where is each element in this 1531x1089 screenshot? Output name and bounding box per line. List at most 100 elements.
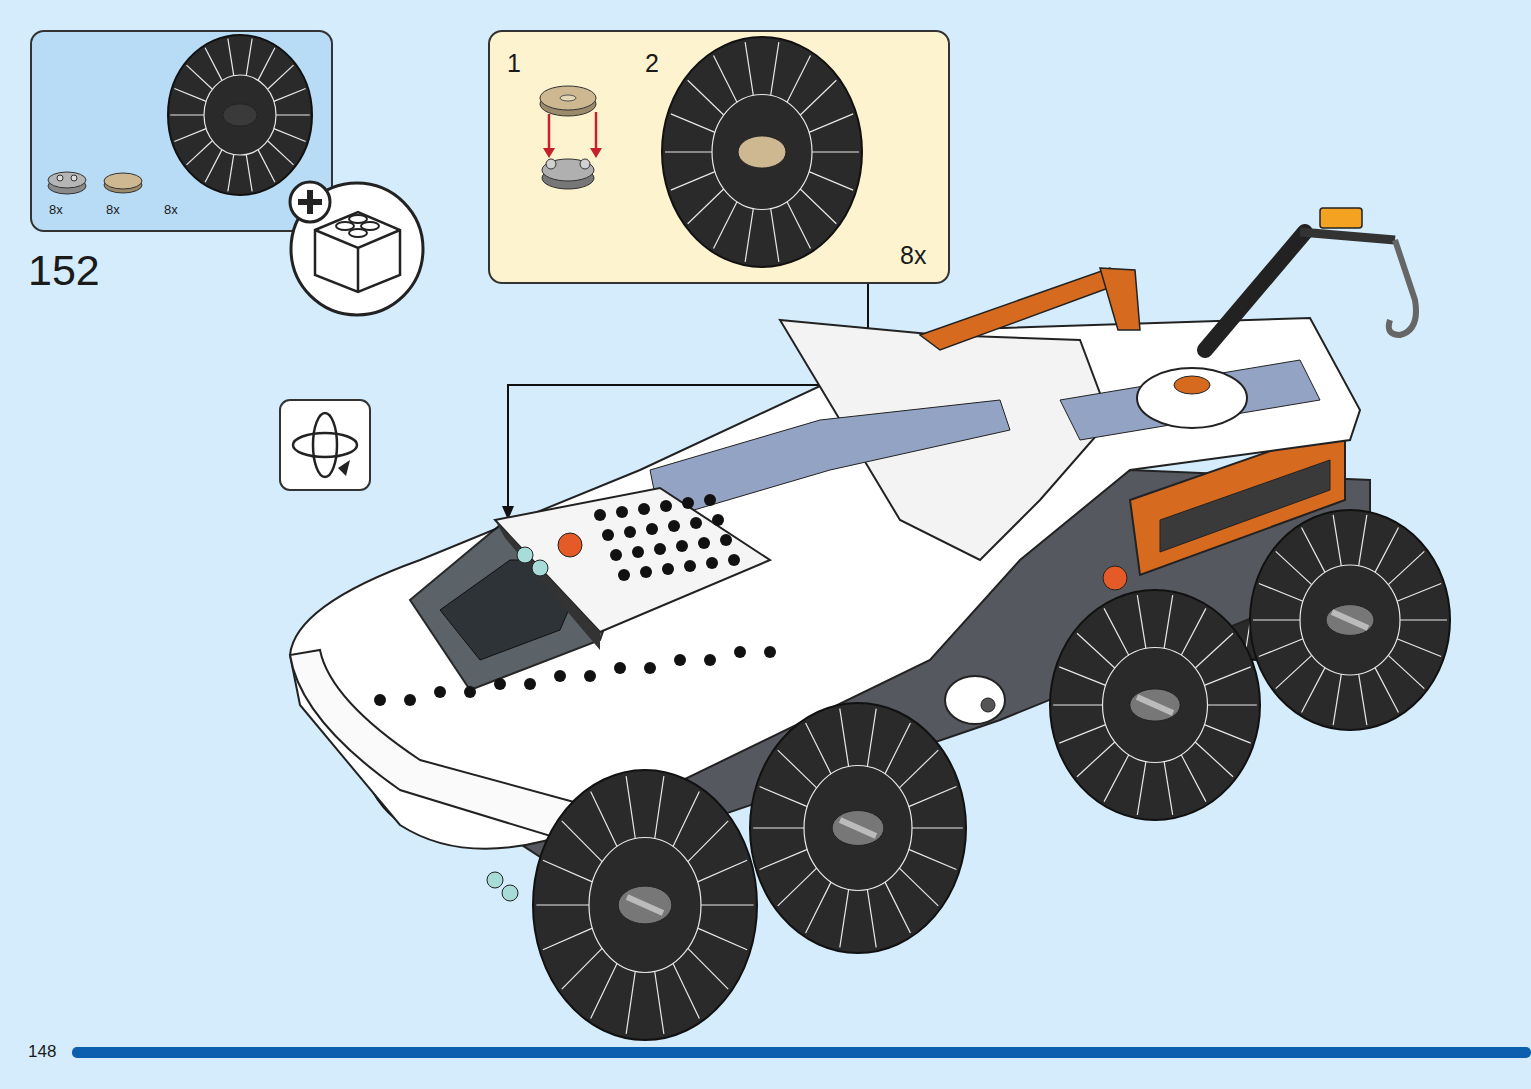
tread-line: [806, 882, 831, 933]
stud: [494, 678, 506, 690]
tread-line: [1388, 551, 1424, 584]
tread-line: [760, 849, 808, 869]
axle: [1332, 612, 1368, 628]
tread-line: [909, 849, 957, 869]
quantity-label: 8x: [164, 203, 178, 217]
tread-line: [1077, 742, 1115, 777]
tread-line: [170, 114, 204, 115]
stud: [704, 654, 716, 666]
tread-line: [885, 882, 910, 933]
tread-line: [205, 48, 222, 81]
tread-line: [1137, 595, 1146, 648]
tread-line: [665, 151, 712, 152]
tread-line: [626, 971, 635, 1033]
tread-line: [809, 114, 853, 132]
tread-line: [562, 821, 602, 862]
tread-line: [701, 904, 754, 905]
stud: [644, 662, 656, 674]
stud: [610, 549, 622, 561]
tread-line: [268, 141, 294, 165]
tread-line: [899, 868, 938, 906]
stud: [632, 546, 644, 558]
tread-line: [778, 750, 817, 788]
tread-line: [673, 963, 699, 1018]
stud: [720, 534, 732, 546]
tread-line: [885, 723, 910, 774]
tread-line: [698, 860, 747, 882]
tire: [750, 703, 966, 953]
stud: [646, 523, 658, 535]
stud: [682, 497, 694, 509]
stud: [698, 537, 710, 549]
tread-line: [1259, 584, 1303, 602]
tread-line: [840, 890, 849, 948]
tread-line: [655, 776, 664, 838]
tread-line: [1059, 667, 1105, 685]
tread-line: [688, 80, 724, 115]
tread-line: [671, 114, 715, 132]
tire: [1050, 590, 1260, 820]
tread-line: [809, 172, 853, 190]
tread-line: [1181, 608, 1206, 655]
stud: [624, 526, 636, 538]
parts-list-panel: 8x 8x 8x: [30, 30, 333, 232]
tread-line: [186, 65, 212, 89]
tread-line: [1077, 633, 1115, 668]
stud: [728, 554, 740, 566]
axle: [1137, 697, 1173, 713]
stud: [712, 514, 724, 526]
tire: [1250, 510, 1450, 730]
stud: [434, 686, 446, 698]
tread-line: [1375, 528, 1399, 573]
quantity-label: 8x: [106, 203, 120, 217]
tread-line: [867, 890, 876, 948]
stud: [764, 646, 776, 658]
tread-line: [246, 39, 252, 76]
stud: [616, 506, 628, 518]
tread-line: [688, 948, 728, 989]
tread-line: [1359, 674, 1367, 725]
tread-line: [1204, 725, 1250, 743]
stud: [704, 494, 716, 506]
parts-icons: [48, 35, 312, 195]
tread-line: [771, 42, 779, 95]
stud: [374, 694, 386, 706]
stud: [640, 566, 652, 578]
tread-line: [174, 129, 206, 142]
tread-line: [536, 904, 589, 905]
tire: [533, 770, 757, 1040]
stud: [524, 678, 536, 690]
tread-line: [840, 709, 849, 767]
callout-box: 128x: [488, 30, 950, 284]
tread-line: [698, 928, 747, 950]
tread-line: [258, 150, 275, 183]
tread-line: [228, 39, 234, 76]
stud: [404, 694, 416, 706]
tread-line: [1195, 742, 1233, 777]
quantity-label: 8x: [49, 203, 63, 217]
tread-line: [714, 202, 738, 249]
tread-line: [543, 928, 592, 950]
tread-line: [1388, 655, 1424, 688]
stud: [690, 517, 702, 529]
tread-line: [1137, 762, 1146, 815]
tread-line: [688, 821, 728, 862]
stud: [638, 503, 650, 515]
tread-line: [771, 209, 779, 262]
tread-line: [806, 723, 831, 774]
stud: [668, 520, 680, 532]
parts-panel-ground: [30, 30, 333, 232]
page-bar: [72, 1047, 1531, 1058]
tread-line: [787, 55, 811, 102]
tread-line: [1276, 655, 1312, 688]
tread-line: [1104, 755, 1129, 802]
tread-line: [714, 55, 738, 102]
tread-line: [276, 114, 310, 115]
tread-line: [778, 868, 817, 906]
tread-line: [673, 792, 699, 847]
tread-line: [671, 172, 715, 190]
tread-line: [205, 150, 222, 183]
tread-line: [174, 88, 206, 101]
